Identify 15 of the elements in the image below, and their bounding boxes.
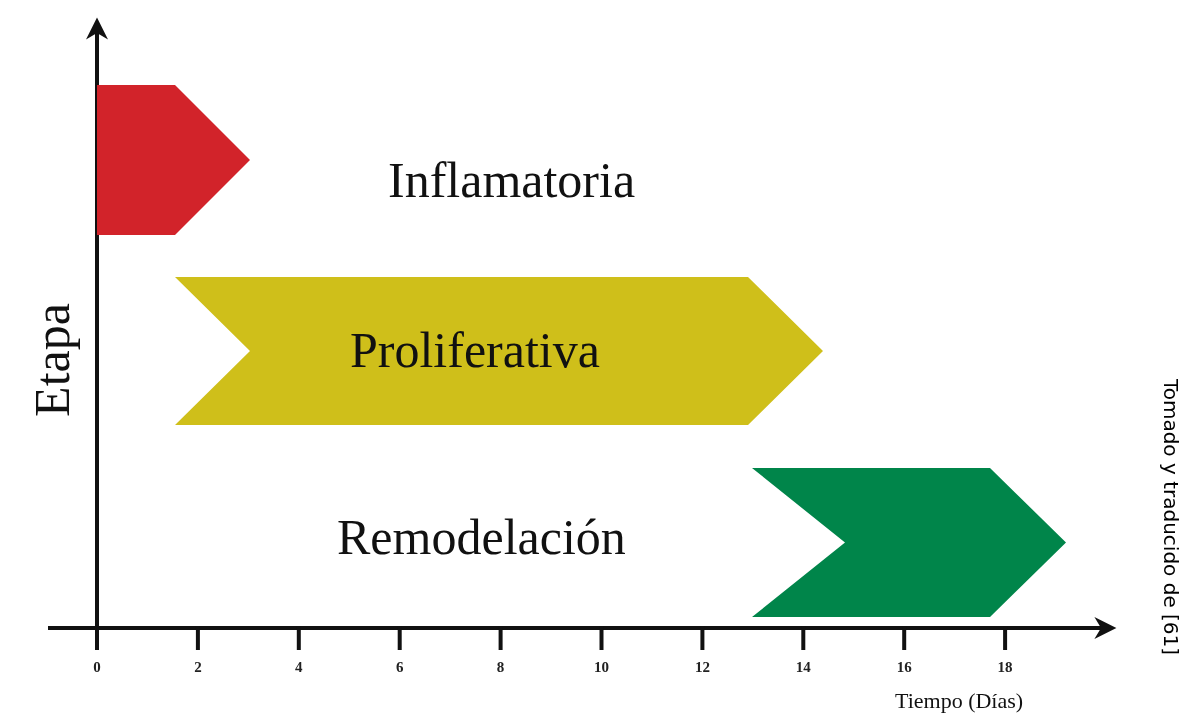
source-note: Tomado y traducido de [61] bbox=[1159, 378, 1180, 656]
tick-label: 0 bbox=[92, 660, 102, 675]
tick-label: 10 bbox=[593, 660, 610, 675]
tick-label: 18 bbox=[996, 660, 1014, 675]
tick-label: 2 bbox=[193, 660, 203, 675]
phase-name: Proliferativa bbox=[350, 325, 600, 375]
tick-label: 6 bbox=[394, 660, 405, 675]
phase-name: Inflamatoria bbox=[388, 155, 636, 205]
tick-label: 4 bbox=[294, 660, 304, 675]
tick-label: 8 bbox=[495, 660, 506, 675]
tick-label: 12 bbox=[693, 660, 711, 675]
axis-title: Tiempo (Días) bbox=[895, 690, 1024, 712]
tick-label: 16 bbox=[895, 660, 913, 675]
phase-name: Remodelación bbox=[337, 512, 626, 562]
tick-label: 14 bbox=[794, 660, 812, 675]
